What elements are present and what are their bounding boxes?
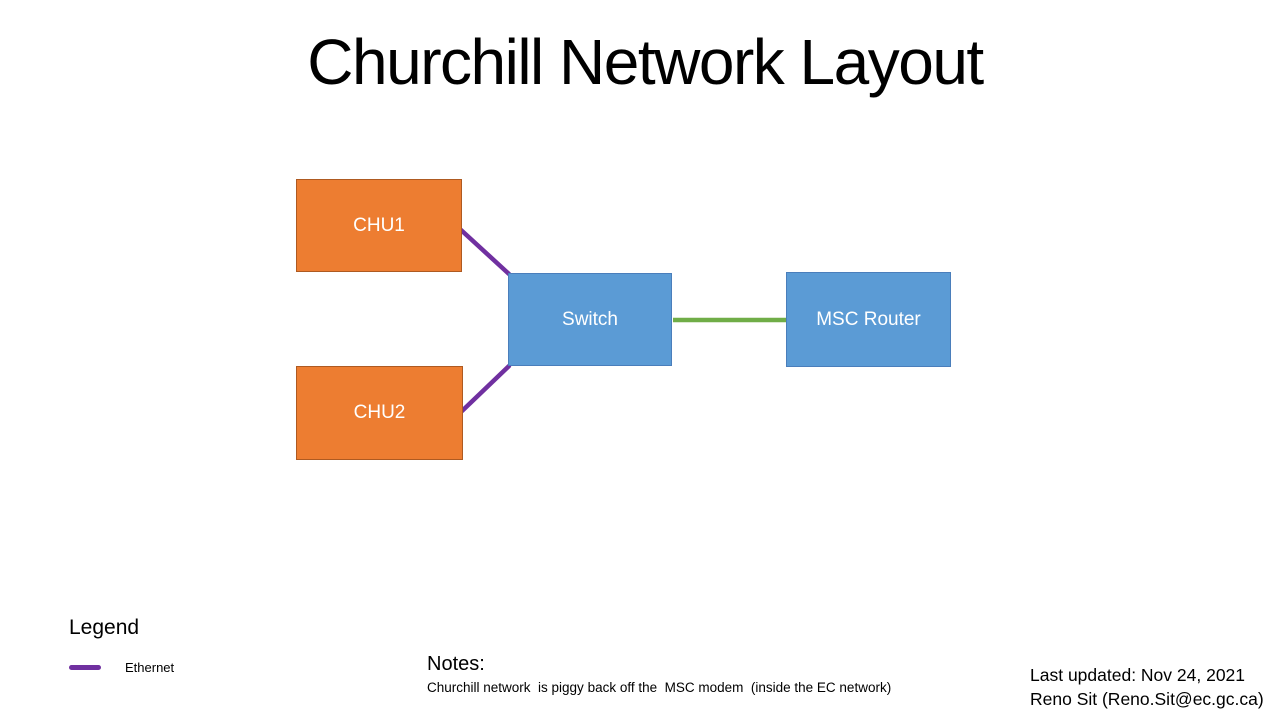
notes: Notes: Churchill network is piggy back o… bbox=[427, 653, 891, 695]
node-switch: Switch bbox=[508, 273, 672, 366]
last-updated-text: Last updated: Nov 24, 2021 bbox=[1030, 665, 1246, 685]
connector-chu2-switch bbox=[459, 363, 512, 414]
diagram-title: Churchill Network Layout bbox=[307, 26, 984, 98]
legend: Legend Ethernet bbox=[69, 616, 174, 675]
node-msc-router-label: MSC Router bbox=[816, 308, 921, 330]
legend-item-label: Ethernet bbox=[125, 660, 175, 675]
legend-heading: Legend bbox=[69, 616, 140, 639]
node-chu1: CHU1 bbox=[296, 179, 462, 272]
author-contact-text: Reno Sit (Reno.Sit@ec.gc.ca) bbox=[1030, 689, 1264, 709]
node-switch-label: Switch bbox=[562, 308, 618, 330]
notes-body: Churchill network is piggy back off the … bbox=[427, 680, 892, 695]
node-chu2: CHU2 bbox=[296, 366, 463, 460]
connector-chu1-switch bbox=[458, 227, 512, 277]
ethernet-line-swatch bbox=[69, 665, 101, 670]
legend-item-ethernet: Ethernet bbox=[69, 660, 174, 675]
node-msc-router: MSC Router bbox=[786, 272, 951, 367]
node-chu1-label: CHU1 bbox=[353, 214, 405, 236]
node-chu2-label: CHU2 bbox=[353, 402, 406, 423]
footer: Last updated: Nov 24, 2021 Reno Sit (Ren… bbox=[1030, 663, 1264, 711]
notes-heading: Notes: bbox=[427, 653, 485, 675]
